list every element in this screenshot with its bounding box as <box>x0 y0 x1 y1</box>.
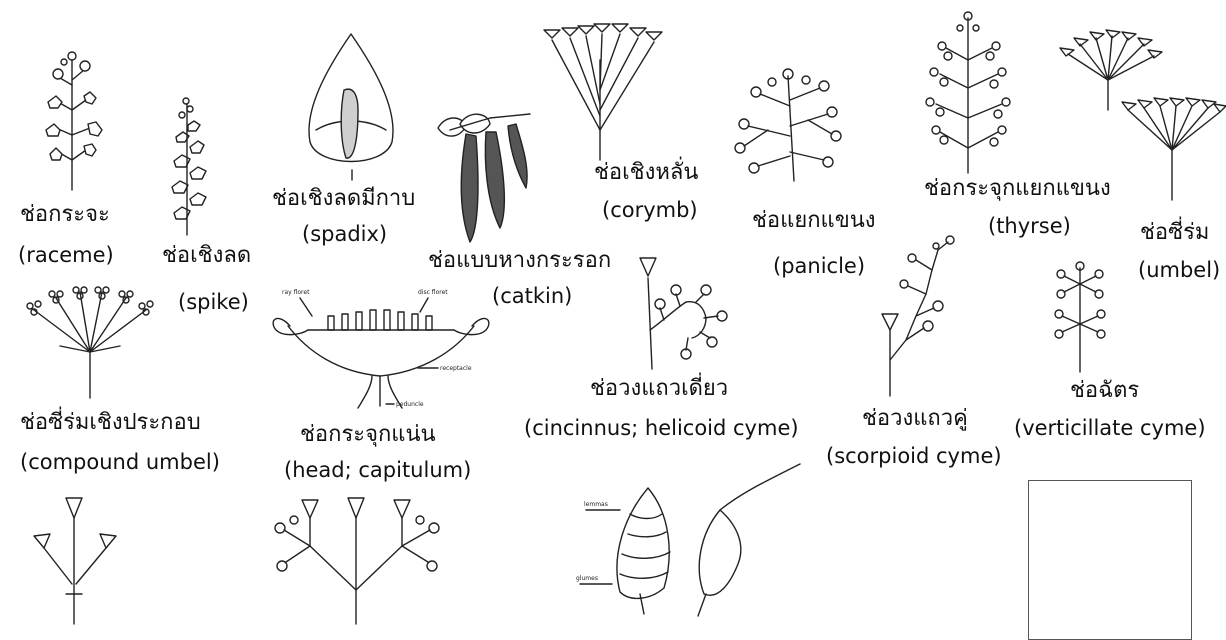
label-capitulum-english: (head; capitulum) <box>284 460 471 481</box>
compound-dichasium-illustration <box>270 494 450 624</box>
corymb-illustration <box>540 20 665 160</box>
label-raceme-english: (raceme) <box>18 245 114 266</box>
disc-floret-label: disc floret <box>418 289 448 296</box>
receptacle-label: receptacle <box>440 365 472 372</box>
cincinnus-illustration <box>600 254 730 369</box>
label-panicle-english: (panicle) <box>773 256 865 277</box>
label-spadix-thai: ช่อเชิงลดมีกาบ <box>272 188 415 210</box>
label-spadix-english: (spadix) <box>302 224 387 245</box>
spikelet-illustration: lemmas glumes <box>570 464 810 624</box>
label-capitulum-thai: ช่อกระจุกแน่น <box>300 424 436 446</box>
capitulum-illustration: ray floret disc floret receptacle pedunc… <box>268 282 494 412</box>
umbel-illustration <box>1060 30 1225 205</box>
spike-illustration <box>162 95 212 235</box>
peduncle-label: peduncle <box>396 401 424 408</box>
raceme-illustration <box>20 40 130 190</box>
label-umbel-english: (umbel) <box>1138 260 1220 281</box>
lemmas-label: lemmas <box>584 501 608 508</box>
verticillate-cyme-illustration <box>1052 262 1108 372</box>
scorpioid-cyme-illustration <box>872 236 962 396</box>
thyrse-illustration <box>918 8 1018 173</box>
label-corymb-thai: ช่อเชิงหลั่น <box>594 162 698 184</box>
catkin-illustration <box>430 110 540 250</box>
label-cincinnus-thai: ช่อวงแถวเดี่ยว <box>590 378 728 400</box>
ray-floret-label: ray floret <box>282 289 310 296</box>
dichasium-illustration <box>30 494 120 624</box>
label-thyrse-english: (thyrse) <box>988 216 1071 237</box>
label-scorpioid-thai: ช่อวงแถวคู่ <box>862 408 968 430</box>
spadix-illustration <box>296 30 406 180</box>
panicle-illustration <box>728 66 848 181</box>
label-cincinnus-english: (cincinnus; helicoid cyme) <box>524 418 799 439</box>
label-raceme-thai: ช่อกระจะ <box>20 204 110 226</box>
glumes-label: glumes <box>576 575 598 582</box>
label-verticillate-english: (verticillate cyme) <box>1014 418 1206 439</box>
label-spike-english: (spike) <box>178 292 249 313</box>
label-panicle-thai: ช่อแยกแขนง <box>752 210 876 232</box>
label-verticillate-thai: ช่อฉัตร <box>1070 380 1139 402</box>
label-catkin-english: (catkin) <box>492 286 572 307</box>
label-compound-umbel-thai: ช่อซี่ร่มเชิงประกอบ <box>20 412 201 434</box>
empty-answer-box <box>1028 480 1192 640</box>
label-compound-umbel-english: (compound umbel) <box>20 452 220 473</box>
compound-umbel-illustration <box>20 286 160 398</box>
label-corymb-english: (corymb) <box>602 200 698 221</box>
label-scorpioid-english: (scorpioid cyme) <box>826 446 1002 467</box>
label-umbel-thai: ช่อซี่ร่ม <box>1140 222 1209 244</box>
label-spike-thai: ช่อเชิงลด <box>162 245 251 267</box>
label-catkin-thai: ช่อแบบหางกระรอก <box>428 250 611 272</box>
